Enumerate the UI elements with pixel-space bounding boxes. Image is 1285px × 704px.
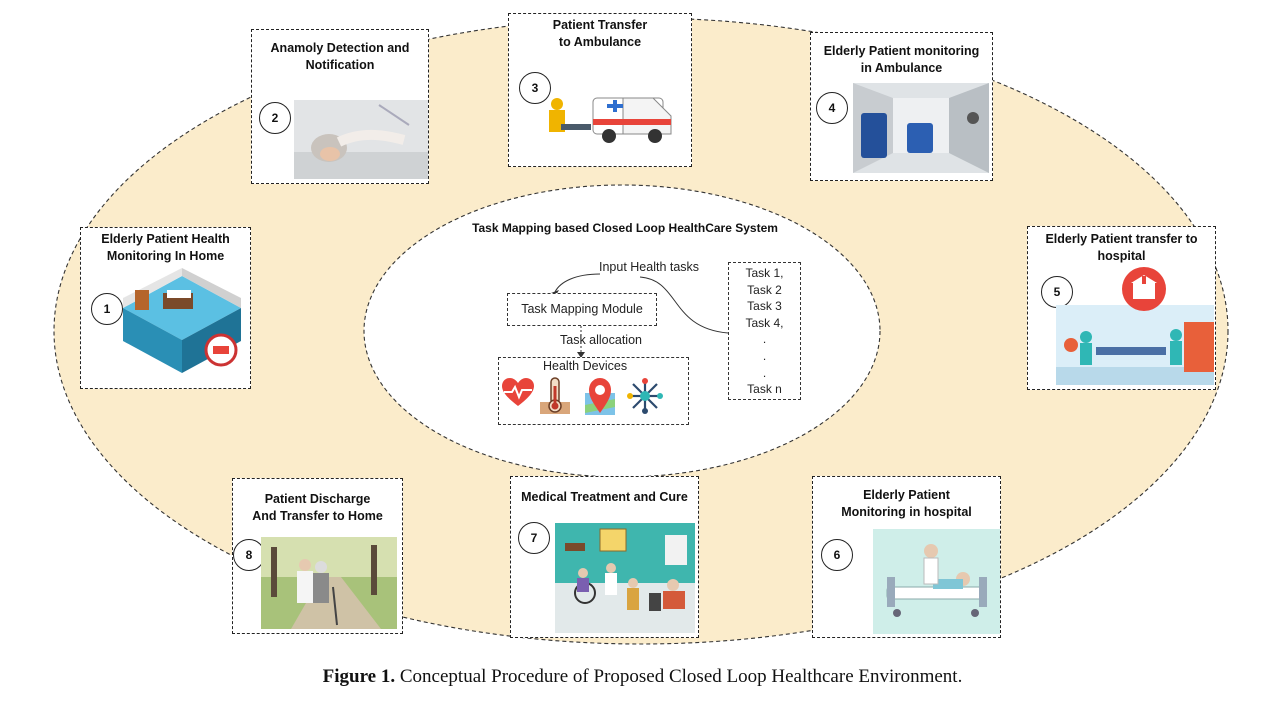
fallen-patient-image [294, 100, 428, 179]
health-devices-box: Health Devices [498, 357, 689, 425]
stage-number: 4 [816, 92, 848, 124]
stage-number: 1 [91, 293, 123, 325]
stage-number: 6 [821, 539, 853, 571]
stage-hospital-monitoring: Elderly Patient Monitoring in hospital 6 [812, 476, 1001, 638]
stage-title: Anamoly Detection and Notification [270, 41, 410, 72]
stage-transfer-ambulance: Patient Transfer to Ambulance 3 [508, 13, 692, 167]
stage-number: 2 [259, 102, 291, 134]
task-item: . [762, 365, 767, 380]
walking-outdoors-image [261, 537, 397, 629]
task-item: . [762, 348, 767, 363]
network-hub-icon [627, 378, 663, 414]
stage-title: Medical Treatment and Cure [521, 490, 688, 504]
stage-medical-treatment: Medical Treatment and Cure 7 [510, 476, 699, 638]
input-tasks-label: Input Health tasks [599, 260, 700, 274]
stage-title: Elderly Patient Health Monitoring In Hom… [101, 232, 230, 263]
task-item: Task n [747, 382, 782, 397]
caption-label: Figure 1. [322, 666, 396, 687]
task-mapping-module: Task Mapping Module [507, 293, 657, 326]
caption-text: Conceptual Procedure of Proposed Closed … [395, 666, 963, 687]
stage-home-monitoring: Elderly Patient Health Monitoring In Hom… [80, 227, 251, 389]
hospital-transfer-image [1056, 267, 1214, 385]
location-pin-icon [585, 378, 615, 415]
task-list-connector [639, 276, 729, 334]
stage-number: 7 [518, 522, 550, 554]
ambulance-image [543, 86, 681, 146]
stage-title: Elderly Patient monitoring in Ambulance [823, 44, 980, 75]
stage-discharge-home: Patient Discharge And Transfer to Home 8 [232, 478, 403, 634]
task-allocation-label: Task allocation [560, 333, 642, 347]
stage-number: 5 [1041, 276, 1073, 308]
task-item: Task 4, [745, 315, 784, 330]
task-list-box: Task 1, Task 2 Task 3 Task 4, . . . Task… [728, 262, 801, 400]
stage-title: Elderly Patient transfer to hospital [1045, 232, 1198, 263]
task-item: . [762, 332, 767, 347]
task-item: Task 3 [747, 299, 782, 314]
thermometer-icon [540, 377, 570, 414]
stage-title: Elderly Patient Monitoring in hospital [841, 488, 972, 519]
stage-number: 3 [519, 72, 551, 104]
allocation-arrowhead [577, 352, 585, 358]
figure-caption: Figure 1. Conceptual Procedure of Propos… [0, 666, 1285, 688]
input-arrow [554, 273, 601, 293]
devices-label: Health Devices [543, 359, 628, 373]
stage-title: Patient Discharge And Transfer to Home [252, 492, 383, 523]
heart-rate-icon [502, 378, 534, 406]
task-item: Task 1, [745, 266, 784, 280]
treatment-room-image [555, 523, 695, 633]
stage-anomaly-detection: Anamoly Detection and Notification 2 [251, 29, 429, 184]
stage-ambulance-monitoring: Elderly Patient monitoring in Ambulance … [810, 32, 993, 181]
module-label: Task Mapping Module [521, 302, 643, 316]
system-title: Task Mapping based Closed Loop HealthCar… [472, 221, 778, 235]
hospital-bed-image [873, 529, 1000, 634]
stage-number: 8 [233, 539, 265, 571]
ambulance-interior-image [853, 83, 989, 173]
task-item: Task 2 [747, 282, 782, 297]
stage-title: Patient Transfer to Ambulance [552, 18, 648, 49]
home-bedroom-image [123, 268, 241, 373]
stage-transfer-hospital: Elderly Patient transfer to hospital 5 [1027, 226, 1216, 390]
